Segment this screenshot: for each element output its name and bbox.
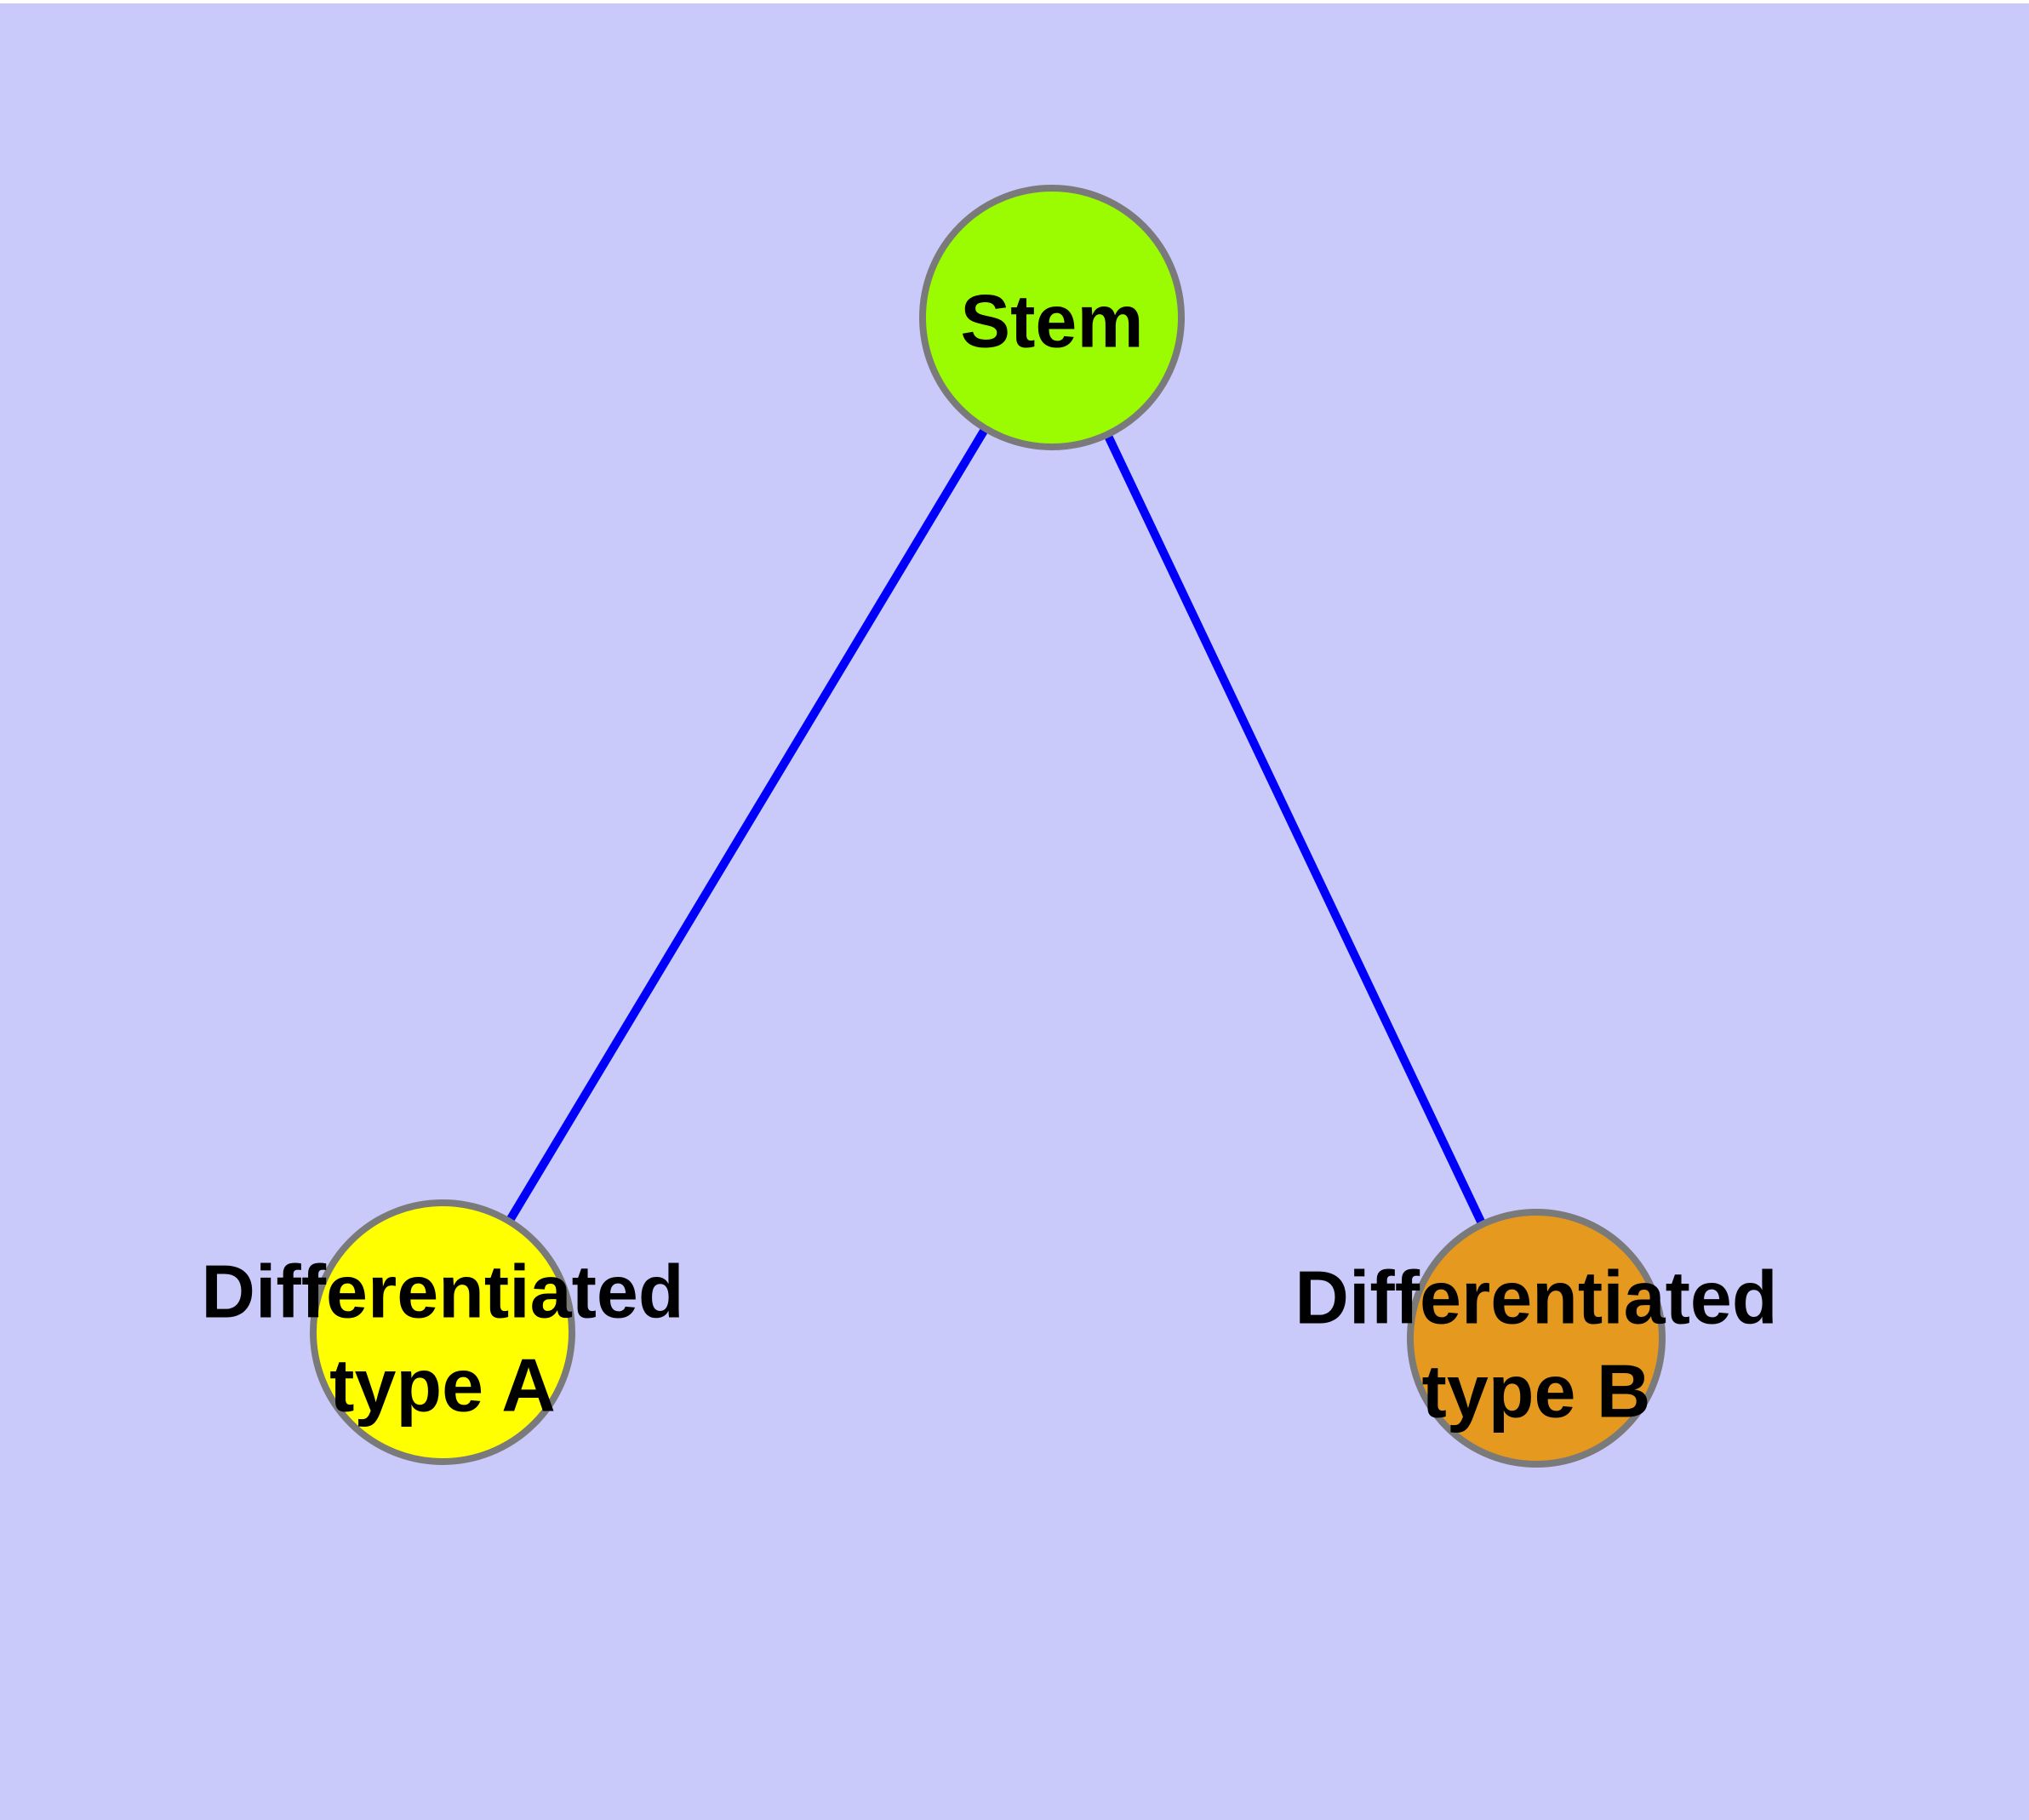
top-margin-strip: [0, 0, 2029, 3]
node-type-b-circle: [1407, 1209, 1666, 1468]
node-type-b-label-line1: Differentiated: [1295, 1256, 1777, 1340]
node-type-a-label-line1: Differentiated: [201, 1250, 683, 1334]
node-stem-circle: [919, 185, 1185, 450]
node-type-a-label-line2: type A: [329, 1343, 556, 1428]
edge-stem-to-type-b: [1048, 315, 1540, 1341]
node-type-a-circle: [310, 1199, 575, 1465]
edge-stem-to-type-a: [438, 315, 1056, 1335]
node-type-b-label-line2: type B: [1422, 1349, 1651, 1434]
node-stem-label: Stem: [960, 279, 1143, 363]
